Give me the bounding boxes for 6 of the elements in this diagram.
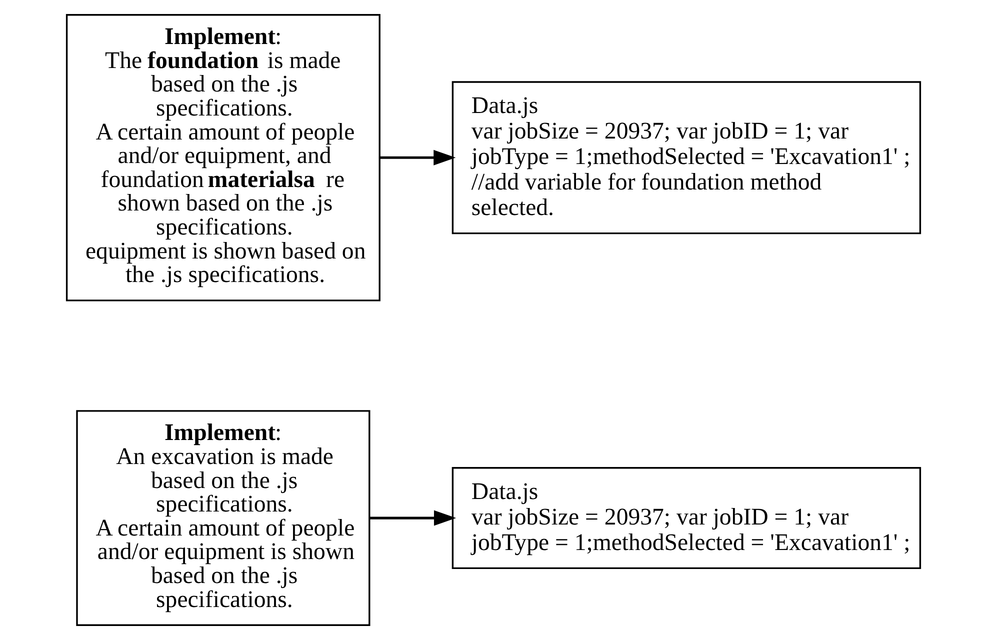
node-box: Data.js var jobSize = 20937; var jobID = 1; var jobType = 1;methodSelected = 'Excavation1' ; [452,467,922,570]
node-box: Implement: The foundation is made based on the .js specifications. A certain amount of people and/or equipment, and foundation materialsa re shown based on the .js specifications. equipment is shown based on the .js specifications. [66,14,380,302]
node-box: Implement: An excavation is made based on the .js specifications. A certain amount of people and/or equipment is shown based on the .js specifications. [76,410,370,626]
arrow [370,510,456,526]
node-box: Data.js var jobSize = 20937; var jobID = 1; var jobType = 1;methodSelected = 'Excavation1' ; //add variable for foundation method selected. [452,81,922,234]
arrow [380,150,456,166]
